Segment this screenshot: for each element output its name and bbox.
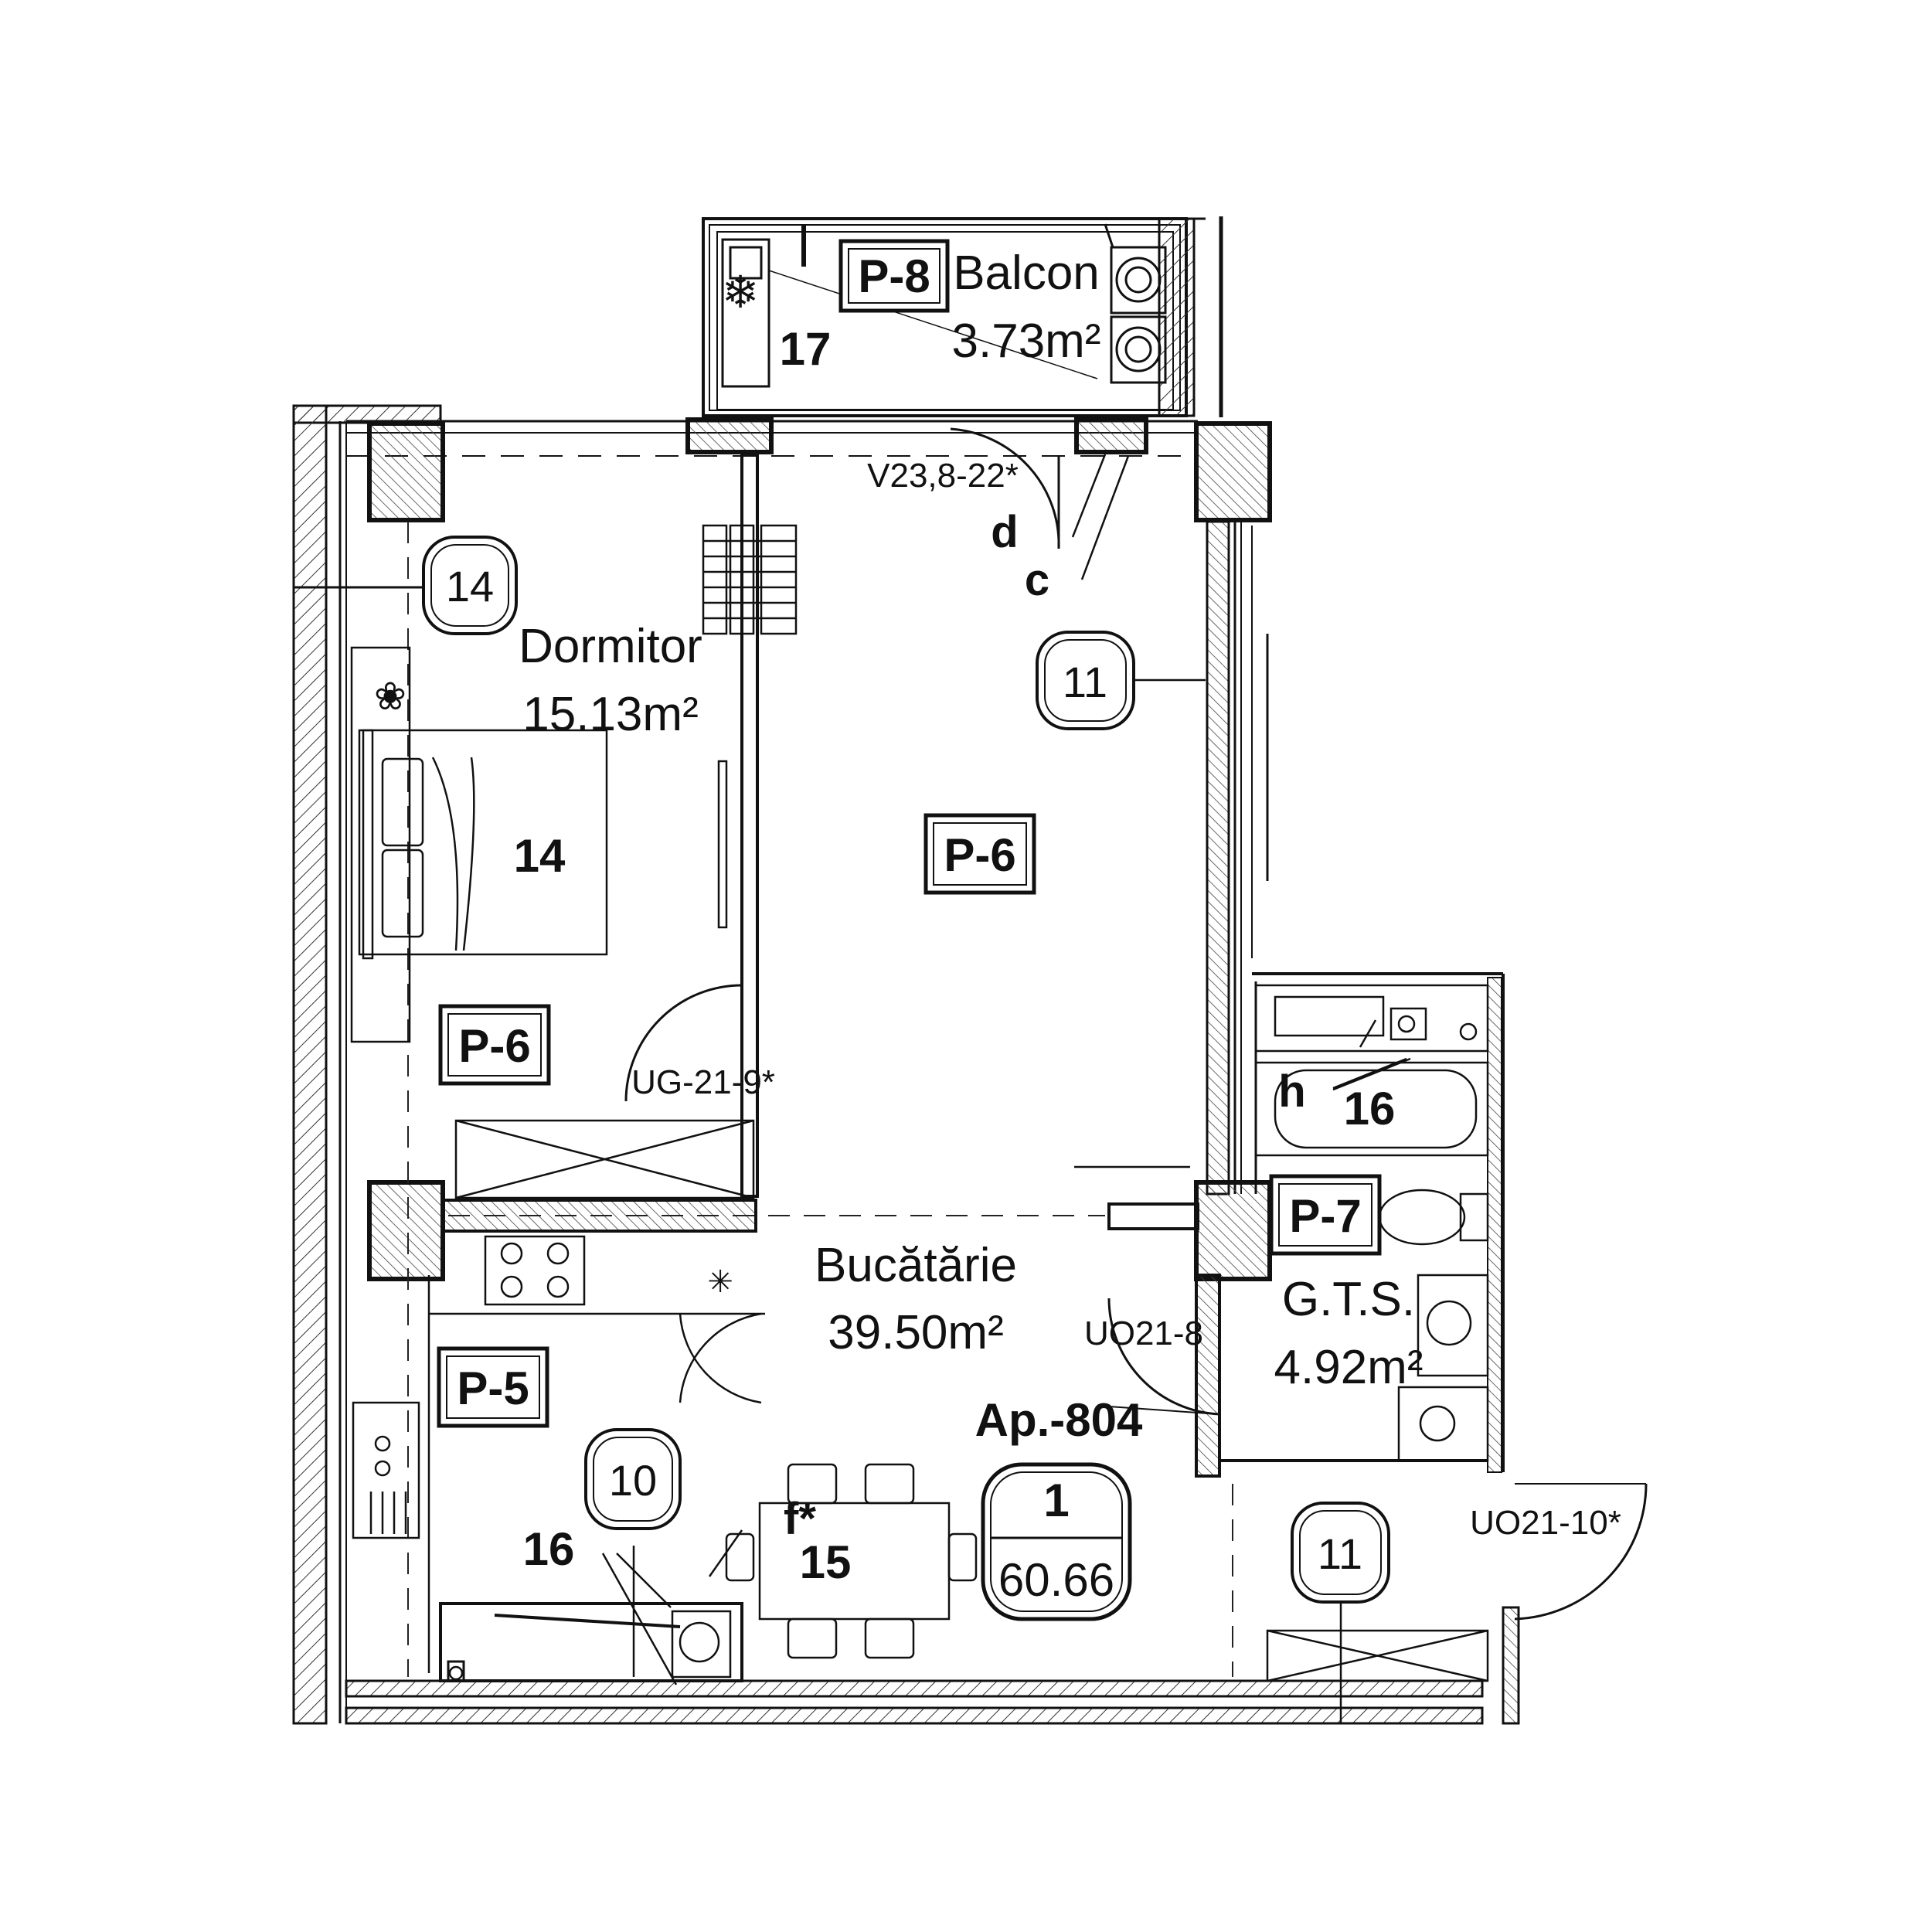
letter-f: f* (784, 1494, 816, 1544)
apartment-rooms-count: 1 (1043, 1475, 1069, 1526)
dormitor-area: 15.13m² (522, 688, 698, 741)
door-label-uo21-10: UO21-10* (1470, 1504, 1621, 1542)
svg-text:14: 14 (446, 562, 494, 611)
snowflake-icon: ❄ (722, 267, 760, 318)
gts-name: G.T.S. (1282, 1273, 1415, 1326)
leader-lines (632, 454, 1411, 1723)
svg-text:P-7: P-7 (1289, 1190, 1361, 1242)
balcon-name: Balcon (953, 247, 1100, 300)
svg-text:P-6: P-6 (944, 829, 1015, 881)
door-label-v23: V23,8-22* (867, 457, 1019, 495)
bubble-10: 10 (584, 1428, 682, 1530)
svg-text:11: 11 (1318, 1529, 1362, 1578)
svg-text:P-8: P-8 (858, 250, 930, 302)
tag-p7: P-7 (1269, 1174, 1382, 1256)
entrance-storage (950, 427, 1648, 1682)
door-label-uo21-8: UO21-8 (1084, 1315, 1203, 1352)
bubble-11-bottom: 11 (1291, 1502, 1390, 1604)
outer-walls (292, 404, 1520, 1725)
svg-text:10: 10 (609, 1456, 657, 1505)
gts-area: 4.92m² (1274, 1341, 1423, 1394)
tag-p6-bedroom: P-6 (438, 1004, 551, 1086)
letter-h: h (1278, 1066, 1305, 1117)
number-16-bath: 16 (1344, 1083, 1396, 1134)
tag-p5: P-5 (437, 1346, 549, 1428)
bucatarie-name: Bucătărie (815, 1239, 1017, 1292)
letter-c: c (1025, 555, 1049, 605)
apartment-total-area: 60.66 (998, 1554, 1114, 1606)
grid-lines (407, 522, 1233, 1677)
number-16-kitchen: 16 (523, 1523, 575, 1575)
tag-p8: P-8 (838, 239, 950, 313)
extractor-fan-icon: ✳ (707, 1265, 733, 1299)
svg-text:11: 11 (1063, 658, 1107, 706)
dormitor-name: Dormitor (519, 620, 702, 673)
number-15: 15 (800, 1536, 852, 1588)
svg-text:P-6: P-6 (458, 1020, 530, 1072)
apartment-summary-box (981, 1462, 1132, 1621)
flower-icon: ❀ (374, 675, 406, 718)
bubble-11-top: 11 (1036, 631, 1135, 730)
bubble-14: 14 (422, 536, 518, 635)
letter-d: d (991, 507, 1018, 557)
tag-p6-living: P-6 (923, 813, 1036, 895)
balcony-fixtures (721, 223, 1167, 388)
number-14-bed: 14 (514, 830, 566, 882)
door-label-ug21: UG-21-9* (631, 1063, 775, 1101)
bedroom-furniture (350, 524, 798, 1199)
bucatarie-area: 39.50m² (828, 1306, 1003, 1359)
kitchen-furniture (352, 1235, 978, 1685)
svg-text:P-5: P-5 (457, 1362, 529, 1414)
apartment-code: Ap.-804 (975, 1394, 1143, 1446)
number-17: 17 (780, 323, 832, 375)
balcon-area: 3.73m² (952, 315, 1101, 368)
